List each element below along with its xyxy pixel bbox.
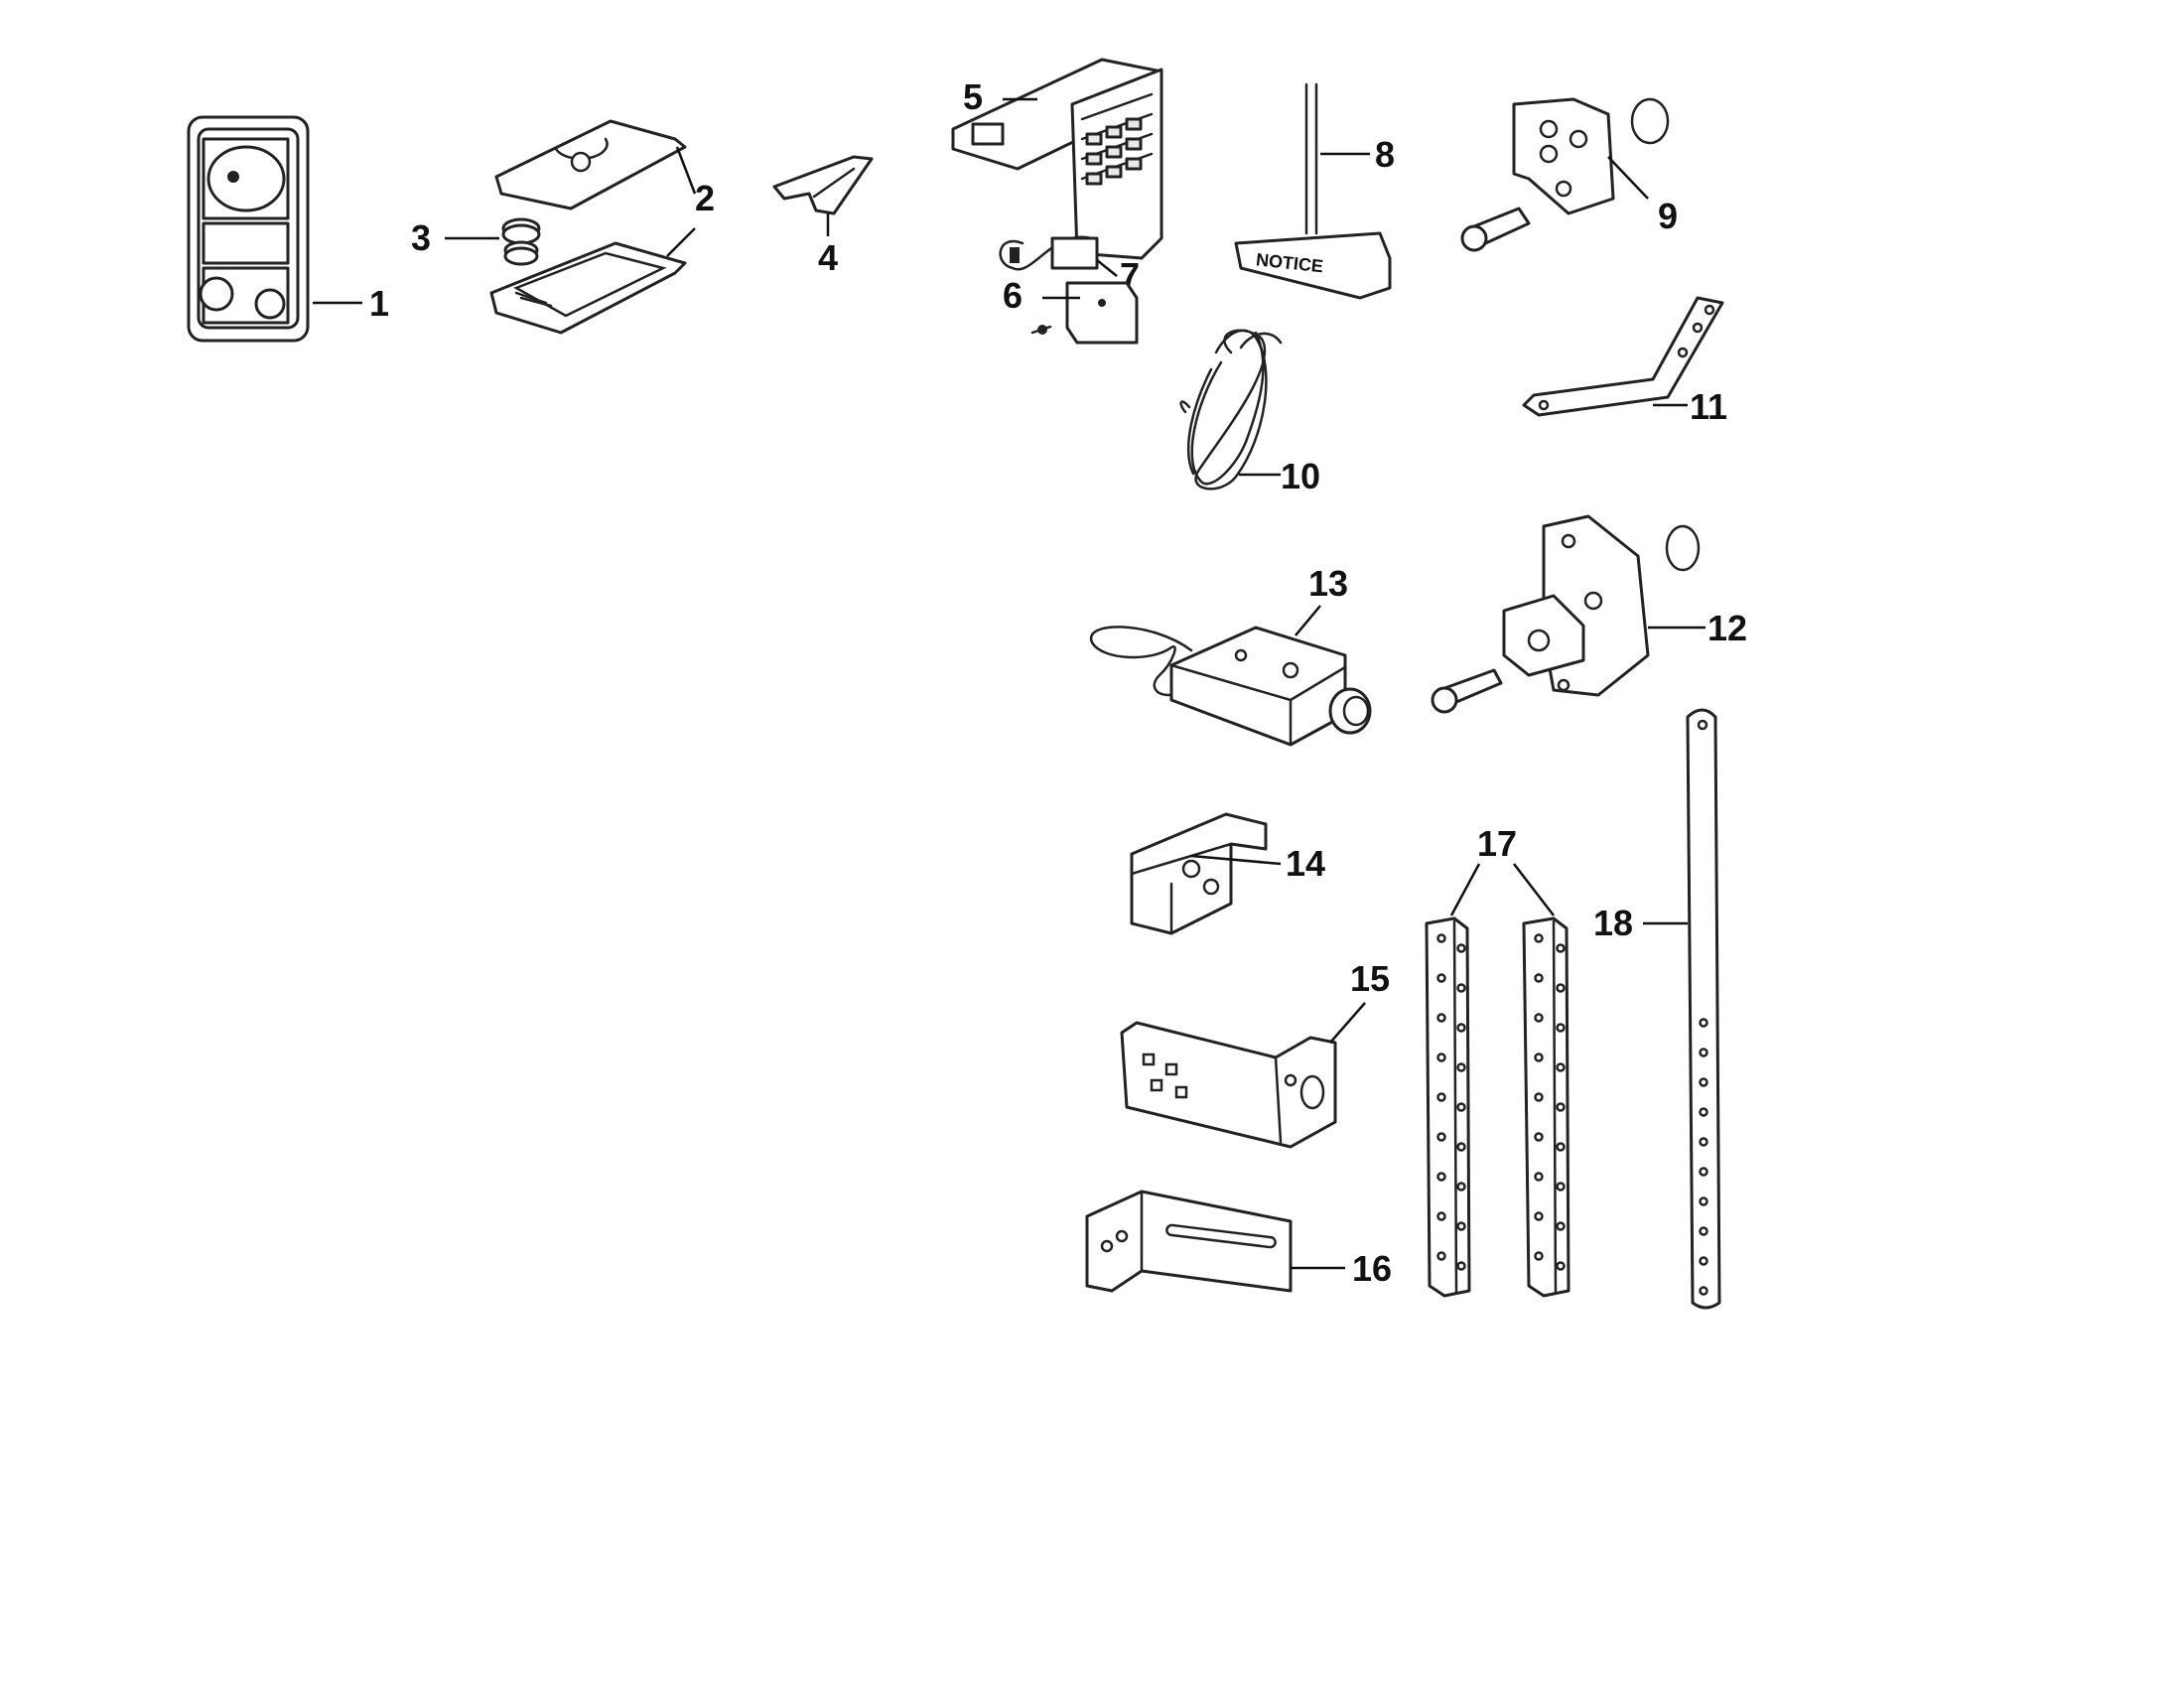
part-9-door-bracket — [1460, 97, 1670, 252]
callout-8: 8 — [1375, 134, 1395, 175]
part-8-release-handle: NOTICE — [1234, 82, 1392, 300]
callout-6: 6 — [1003, 275, 1023, 316]
part-4-visor-clip — [772, 155, 874, 215]
part-16-slotted-bracket — [1085, 1190, 1293, 1293]
callout-11: 11 — [1690, 386, 1727, 427]
part-15-l-bracket — [1120, 1021, 1337, 1149]
callout-10: 10 — [1281, 456, 1320, 496]
part-13-safety-sensor — [1089, 626, 1372, 747]
callout-3: 3 — [411, 217, 431, 258]
part-11-curved-arm — [1522, 296, 1724, 417]
part-1-wall-control — [187, 115, 310, 343]
callout-12: 12 — [1707, 608, 1747, 648]
part-14-sensor-bracket — [1130, 812, 1268, 935]
callout-13: 13 — [1308, 563, 1348, 604]
callout-14: 14 — [1286, 843, 1325, 884]
part-12-door-bracket-assembly — [1431, 514, 1701, 714]
part-7-battery-pack — [999, 235, 1099, 271]
callout-18: 18 — [1593, 903, 1633, 943]
part-2-remote-case — [489, 119, 687, 335]
callout-16: 16 — [1352, 1248, 1392, 1289]
part-5-keypad — [951, 58, 1163, 260]
callout-9: 9 — [1658, 196, 1678, 236]
part-3-batteries — [501, 217, 541, 266]
callout-17: 17 — [1477, 823, 1517, 864]
callout-4: 4 — [818, 237, 838, 278]
callout-1: 1 — [369, 283, 389, 324]
callout-2: 2 — [695, 178, 715, 218]
callout-15: 15 — [1350, 958, 1390, 999]
part-10-bell-wire — [1179, 329, 1283, 491]
callout-5: 5 — [963, 76, 983, 117]
part-17-angle-rails — [1425, 916, 1570, 1298]
part-18-strap — [1686, 708, 1721, 1310]
part-6-battery-cover — [1030, 281, 1139, 345]
